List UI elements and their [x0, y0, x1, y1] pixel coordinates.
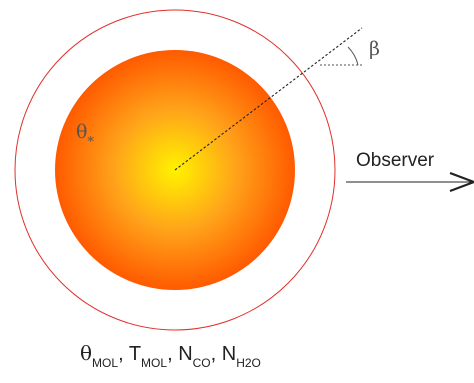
separator: ,: [167, 343, 178, 365]
separator: ,: [118, 343, 129, 365]
n-h2o-symbol: N: [222, 343, 236, 365]
line-of-sight-radius: [174, 27, 363, 171]
theta-mol-symbol: θ: [80, 341, 92, 365]
separator: ,: [211, 343, 222, 365]
beta-label: β: [369, 38, 380, 60]
t-mol-subscript: MOL: [141, 356, 167, 370]
theta-star-label: θ*: [76, 121, 94, 150]
observer-arrow-head: [449, 171, 474, 193]
model-parameters-label: θMOL, TMOL, NCO, NH2O: [80, 341, 261, 370]
n-co-subscript: CO: [193, 356, 211, 370]
beta-angle-arc: [347, 46, 359, 66]
observer-label: Observer: [356, 150, 435, 171]
n-h2o-subscript: H2O: [236, 356, 261, 370]
molecular-shell-outline: [14, 9, 336, 331]
t-mol-symbol: T: [129, 343, 141, 365]
theta-mol-subscript: MOL: [92, 356, 118, 370]
n-co-symbol: N: [178, 343, 192, 365]
